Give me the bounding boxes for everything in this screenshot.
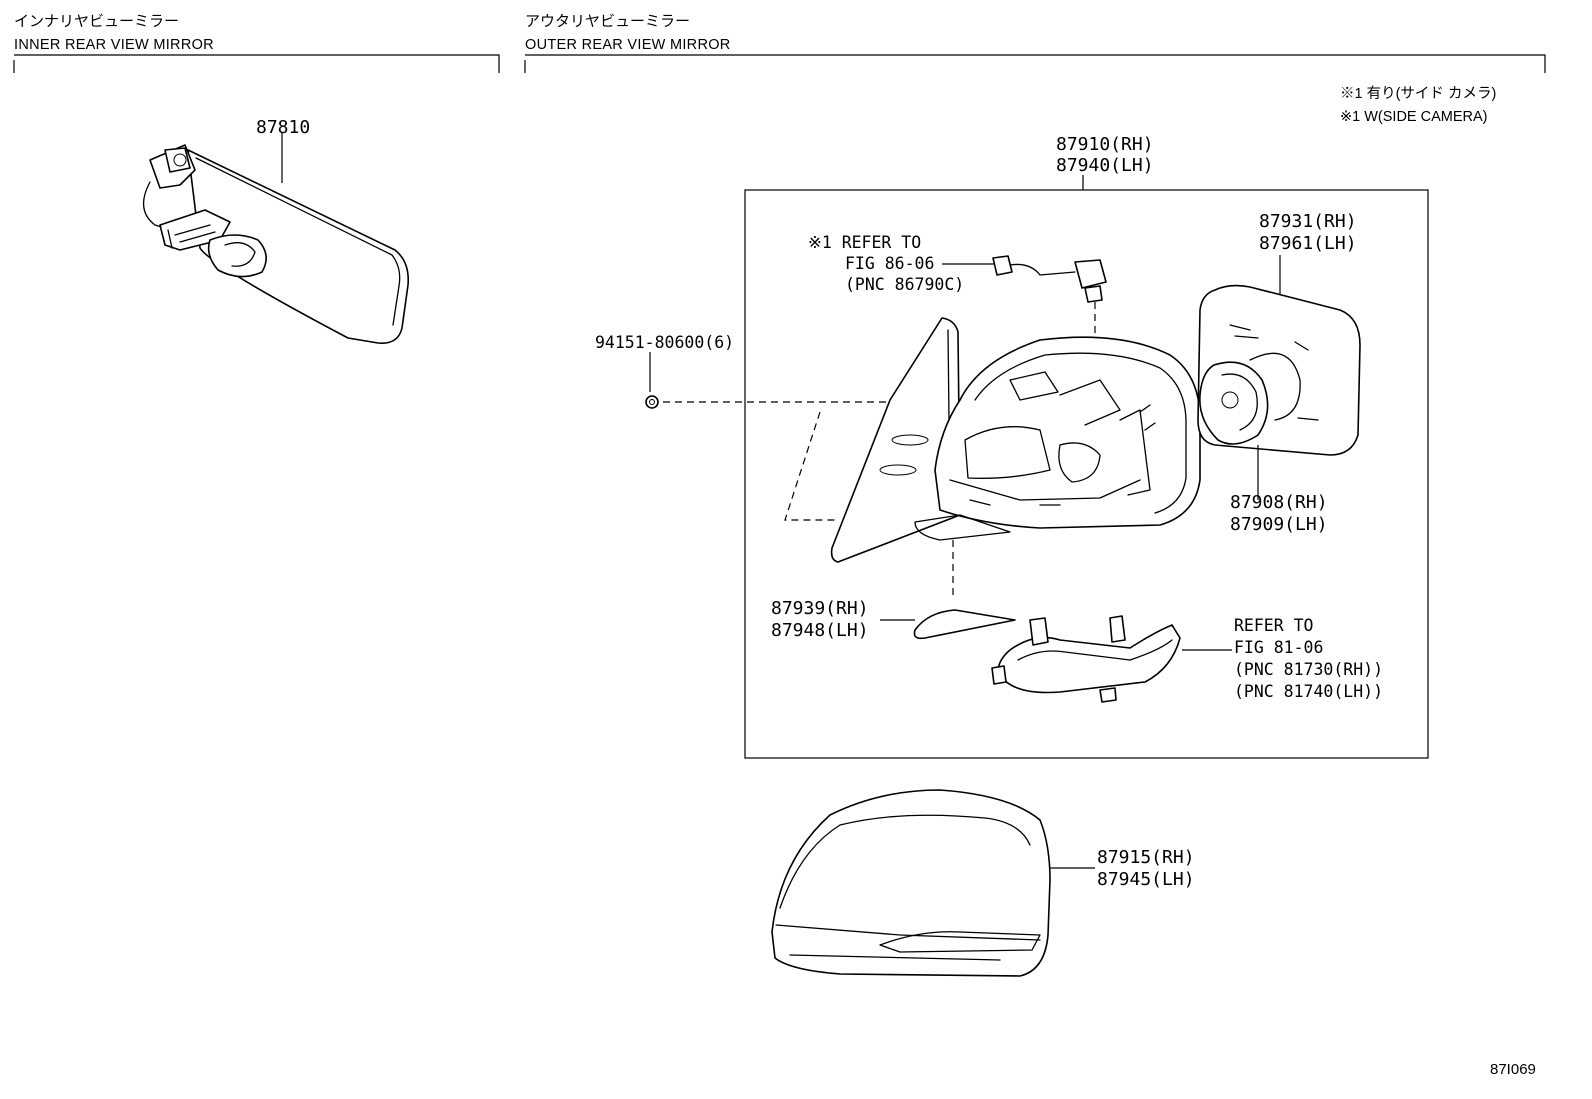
mirror-actuator: 87908(RH) 87909(LH) [1199, 352, 1328, 535]
side-camera-reference: ※1 REFER TO FIG 86-06 (PNC 86790C) [808, 233, 1107, 515]
label-87945-lh: 87945(LH) [1097, 869, 1195, 890]
inner-title-en: INNER REAR VIEW MIRROR [14, 37, 214, 53]
label-87810: 87810 [256, 117, 310, 138]
label-87909-lh: 87909(LH) [1230, 514, 1328, 535]
label-87961-lh: 87961(LH) [1259, 233, 1357, 254]
ref1-line1: ※1 REFER TO [808, 233, 921, 252]
mirror-body-frame [914, 336, 1201, 600]
ref2-line1: REFER TO [1234, 616, 1313, 635]
outer-mirror-cover: 87915(RH) 87945(LH) [771, 789, 1195, 977]
inner-rear-view-mirror-drawing: 87810 [143, 117, 410, 345]
screw-94151: 94151-80600(6) [595, 333, 888, 409]
ref2-line3: (PNC 81730(RH)) [1234, 660, 1383, 679]
label-87915-rh: 87915(RH) [1097, 847, 1195, 868]
side-camera-note-jp: ※1 有り(サイド カメラ) [1340, 85, 1496, 102]
label-87908-rh: 87908(RH) [1230, 492, 1328, 513]
outer-section-bracket [524, 54, 1546, 73]
ref1-line2: FIG 86-06 [845, 254, 934, 273]
ref2-line4: (PNC 81740(LH)) [1234, 682, 1383, 701]
outer-mirror-assembly-box [744, 189, 1429, 759]
mirror-base-panel [784, 317, 961, 563]
label-87948-lh: 87948(LH) [771, 620, 869, 641]
ref2-line2: FIG 81-06 [1234, 638, 1323, 657]
outer-title-jp: アウタリヤビューミラー [525, 12, 690, 30]
side-camera-note-en: ※1 W(SIDE CAMERA) [1340, 109, 1488, 125]
label-87939-rh: 87939(RH) [771, 598, 869, 619]
label-87931-rh: 87931(RH) [1259, 211, 1357, 232]
label-94151: 94151-80600(6) [595, 333, 734, 352]
inner-section-header: インナリヤビューミラー INNER REAR VIEW MIRROR [13, 12, 500, 73]
outer-title-en: OUTER REAR VIEW MIRROR [525, 37, 731, 53]
ref1-line3: (PNC 86790C) [845, 275, 964, 294]
outer-section-header: アウタリヤビューミラー OUTER REAR VIEW MIRROR [524, 12, 1546, 73]
label-87940-lh: 87940(LH) [1056, 155, 1154, 176]
turn-signal-lamp: REFER TO FIG 81-06 (PNC 81730(RH)) (PNC … [991, 615, 1383, 703]
figure-code: 87I069 [1490, 1061, 1536, 1078]
inner-title-jp: インナリヤビューミラー [14, 12, 179, 30]
mirror-cover-piece: 87939(RH) 87948(LH) [771, 598, 1016, 641]
inner-section-bracket [13, 54, 500, 73]
label-87910-rh: 87910(RH) [1056, 134, 1154, 155]
